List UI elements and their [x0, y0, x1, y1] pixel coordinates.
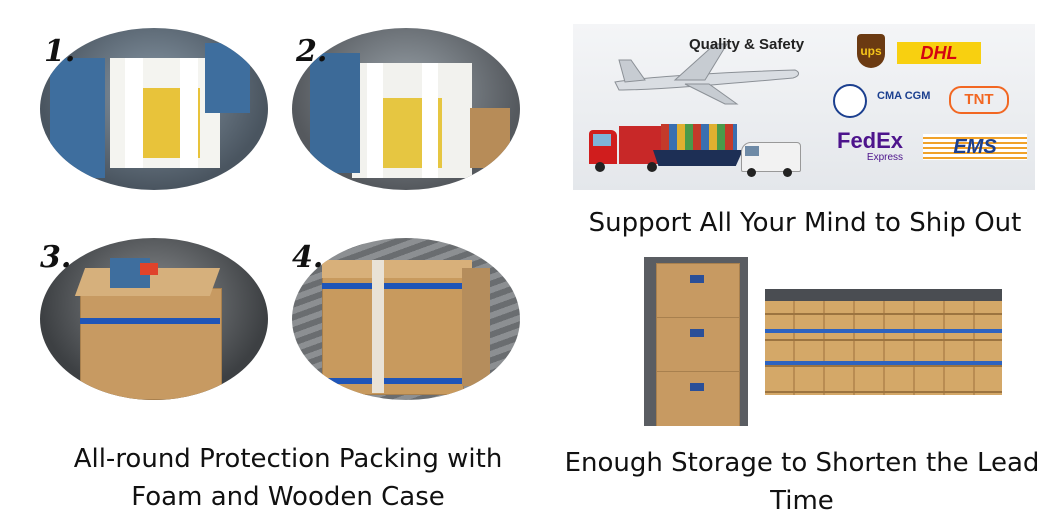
ups-logo-icon: ups: [857, 34, 885, 68]
storage-boxes-photo: [644, 257, 748, 426]
step-number-4: 4.: [292, 240, 324, 275]
cosco-seal-icon: [833, 84, 867, 118]
shipping-caption: Support All Your Mind to Ship Out: [588, 208, 1022, 238]
packing-caption: All-round Protection Packing with Foam a…: [28, 440, 548, 516]
ship-icon: [653, 124, 743, 176]
dhl-logo-icon: DHL: [897, 42, 981, 64]
truck-icon: [589, 126, 669, 172]
step-number-1: 1.: [44, 34, 76, 69]
packing-caption-line-1: All-round Protection Packing with: [73, 444, 503, 474]
storage-caption: Enough Storage to Shorten the Lead Time: [552, 444, 1052, 520]
ems-logo-icon: EMS: [923, 134, 1027, 160]
step-number-3: 3.: [40, 240, 72, 275]
storage-caption-line-1: Enough Storage to Shorten the Lead: [564, 448, 1040, 478]
storage-caption-line-2: Time: [770, 486, 834, 516]
packing-step-4-photo: [292, 238, 520, 400]
banner-heading: Quality & Safety: [689, 36, 805, 53]
packing-step-3-photo: [40, 238, 268, 400]
packing-step-2-photo: [292, 28, 520, 190]
warehouse-stock-photo: [765, 289, 1002, 395]
tnt-logo-icon: TNT: [949, 86, 1009, 114]
cma-cgm-logo-icon: CMA CGM: [877, 90, 931, 102]
packing-step-1-photo: [40, 28, 268, 190]
shipping-banner: Quality & Safety ups DHL CMA CGM TNT Fed…: [573, 24, 1035, 190]
packing-caption-line-2: Foam and Wooden Case: [131, 482, 445, 512]
fedex-logo-icon: FedEx Express: [837, 128, 904, 164]
step-number-2: 2.: [296, 34, 328, 69]
airplane-icon: [614, 43, 799, 105]
van-icon: [741, 142, 801, 178]
